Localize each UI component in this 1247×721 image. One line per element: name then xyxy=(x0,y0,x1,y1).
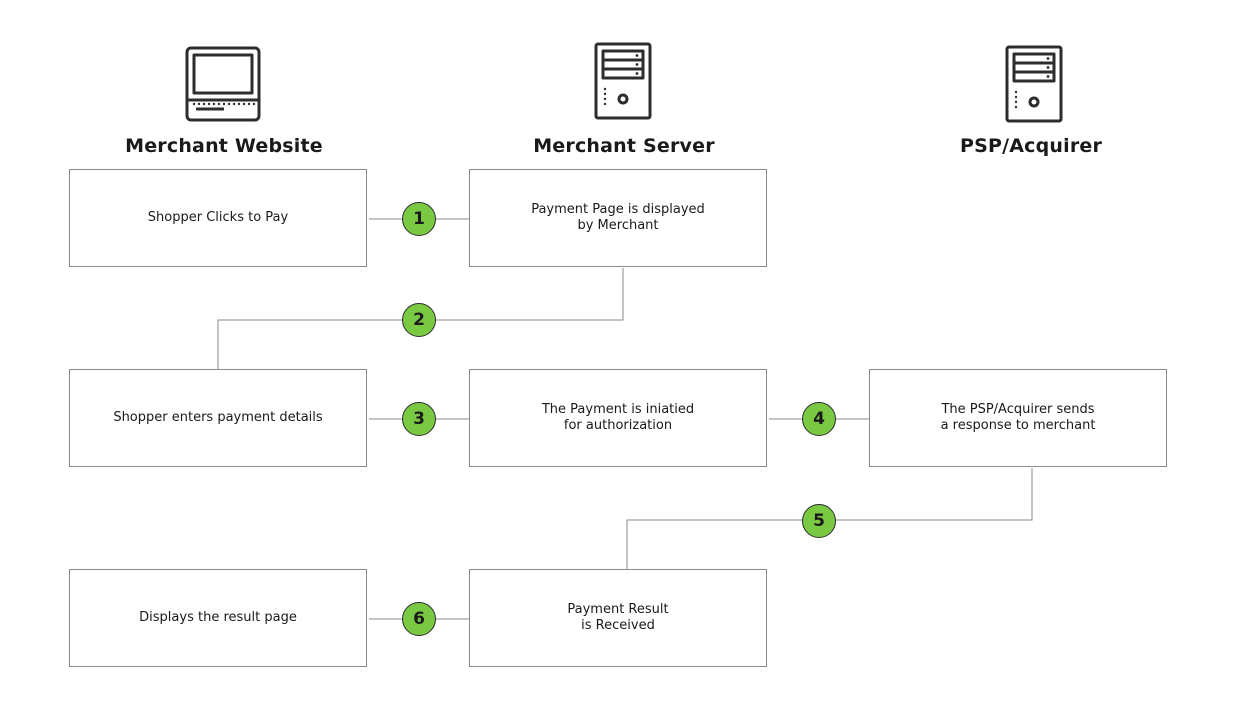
step-badge-2: 2 xyxy=(402,303,436,337)
process-box-result-received: Payment Result is Received xyxy=(469,569,767,667)
column-title-merchant-website: Merchant Website xyxy=(125,135,323,157)
step-badge-6: 6 xyxy=(402,602,436,636)
step-badge-1: 1 xyxy=(402,202,436,236)
process-box-payment-initiated: The Payment is iniatied for authorizatio… xyxy=(469,369,767,467)
column-title-merchant-server: Merchant Server xyxy=(533,135,715,157)
step-badge-3: 3 xyxy=(402,402,436,436)
process-box-enter-details: Shopper enters payment details xyxy=(69,369,367,467)
process-box-result-page: Displays the result page xyxy=(69,569,367,667)
process-box-psp-response: The PSP/Acquirer sends a response to mer… xyxy=(869,369,1167,467)
step-badge-4: 4 xyxy=(802,402,836,436)
process-box-payment-page: Payment Page is displayed by Merchant xyxy=(469,169,767,267)
computer-monitor-icon xyxy=(185,46,261,122)
server-tower-icon xyxy=(1005,45,1063,123)
column-title-psp-acquirer: PSP/Acquirer xyxy=(959,135,1103,157)
process-box-shopper-clicks: Shopper Clicks to Pay xyxy=(69,169,367,267)
server-tower-icon xyxy=(594,42,652,120)
step-badge-5: 5 xyxy=(802,504,836,538)
